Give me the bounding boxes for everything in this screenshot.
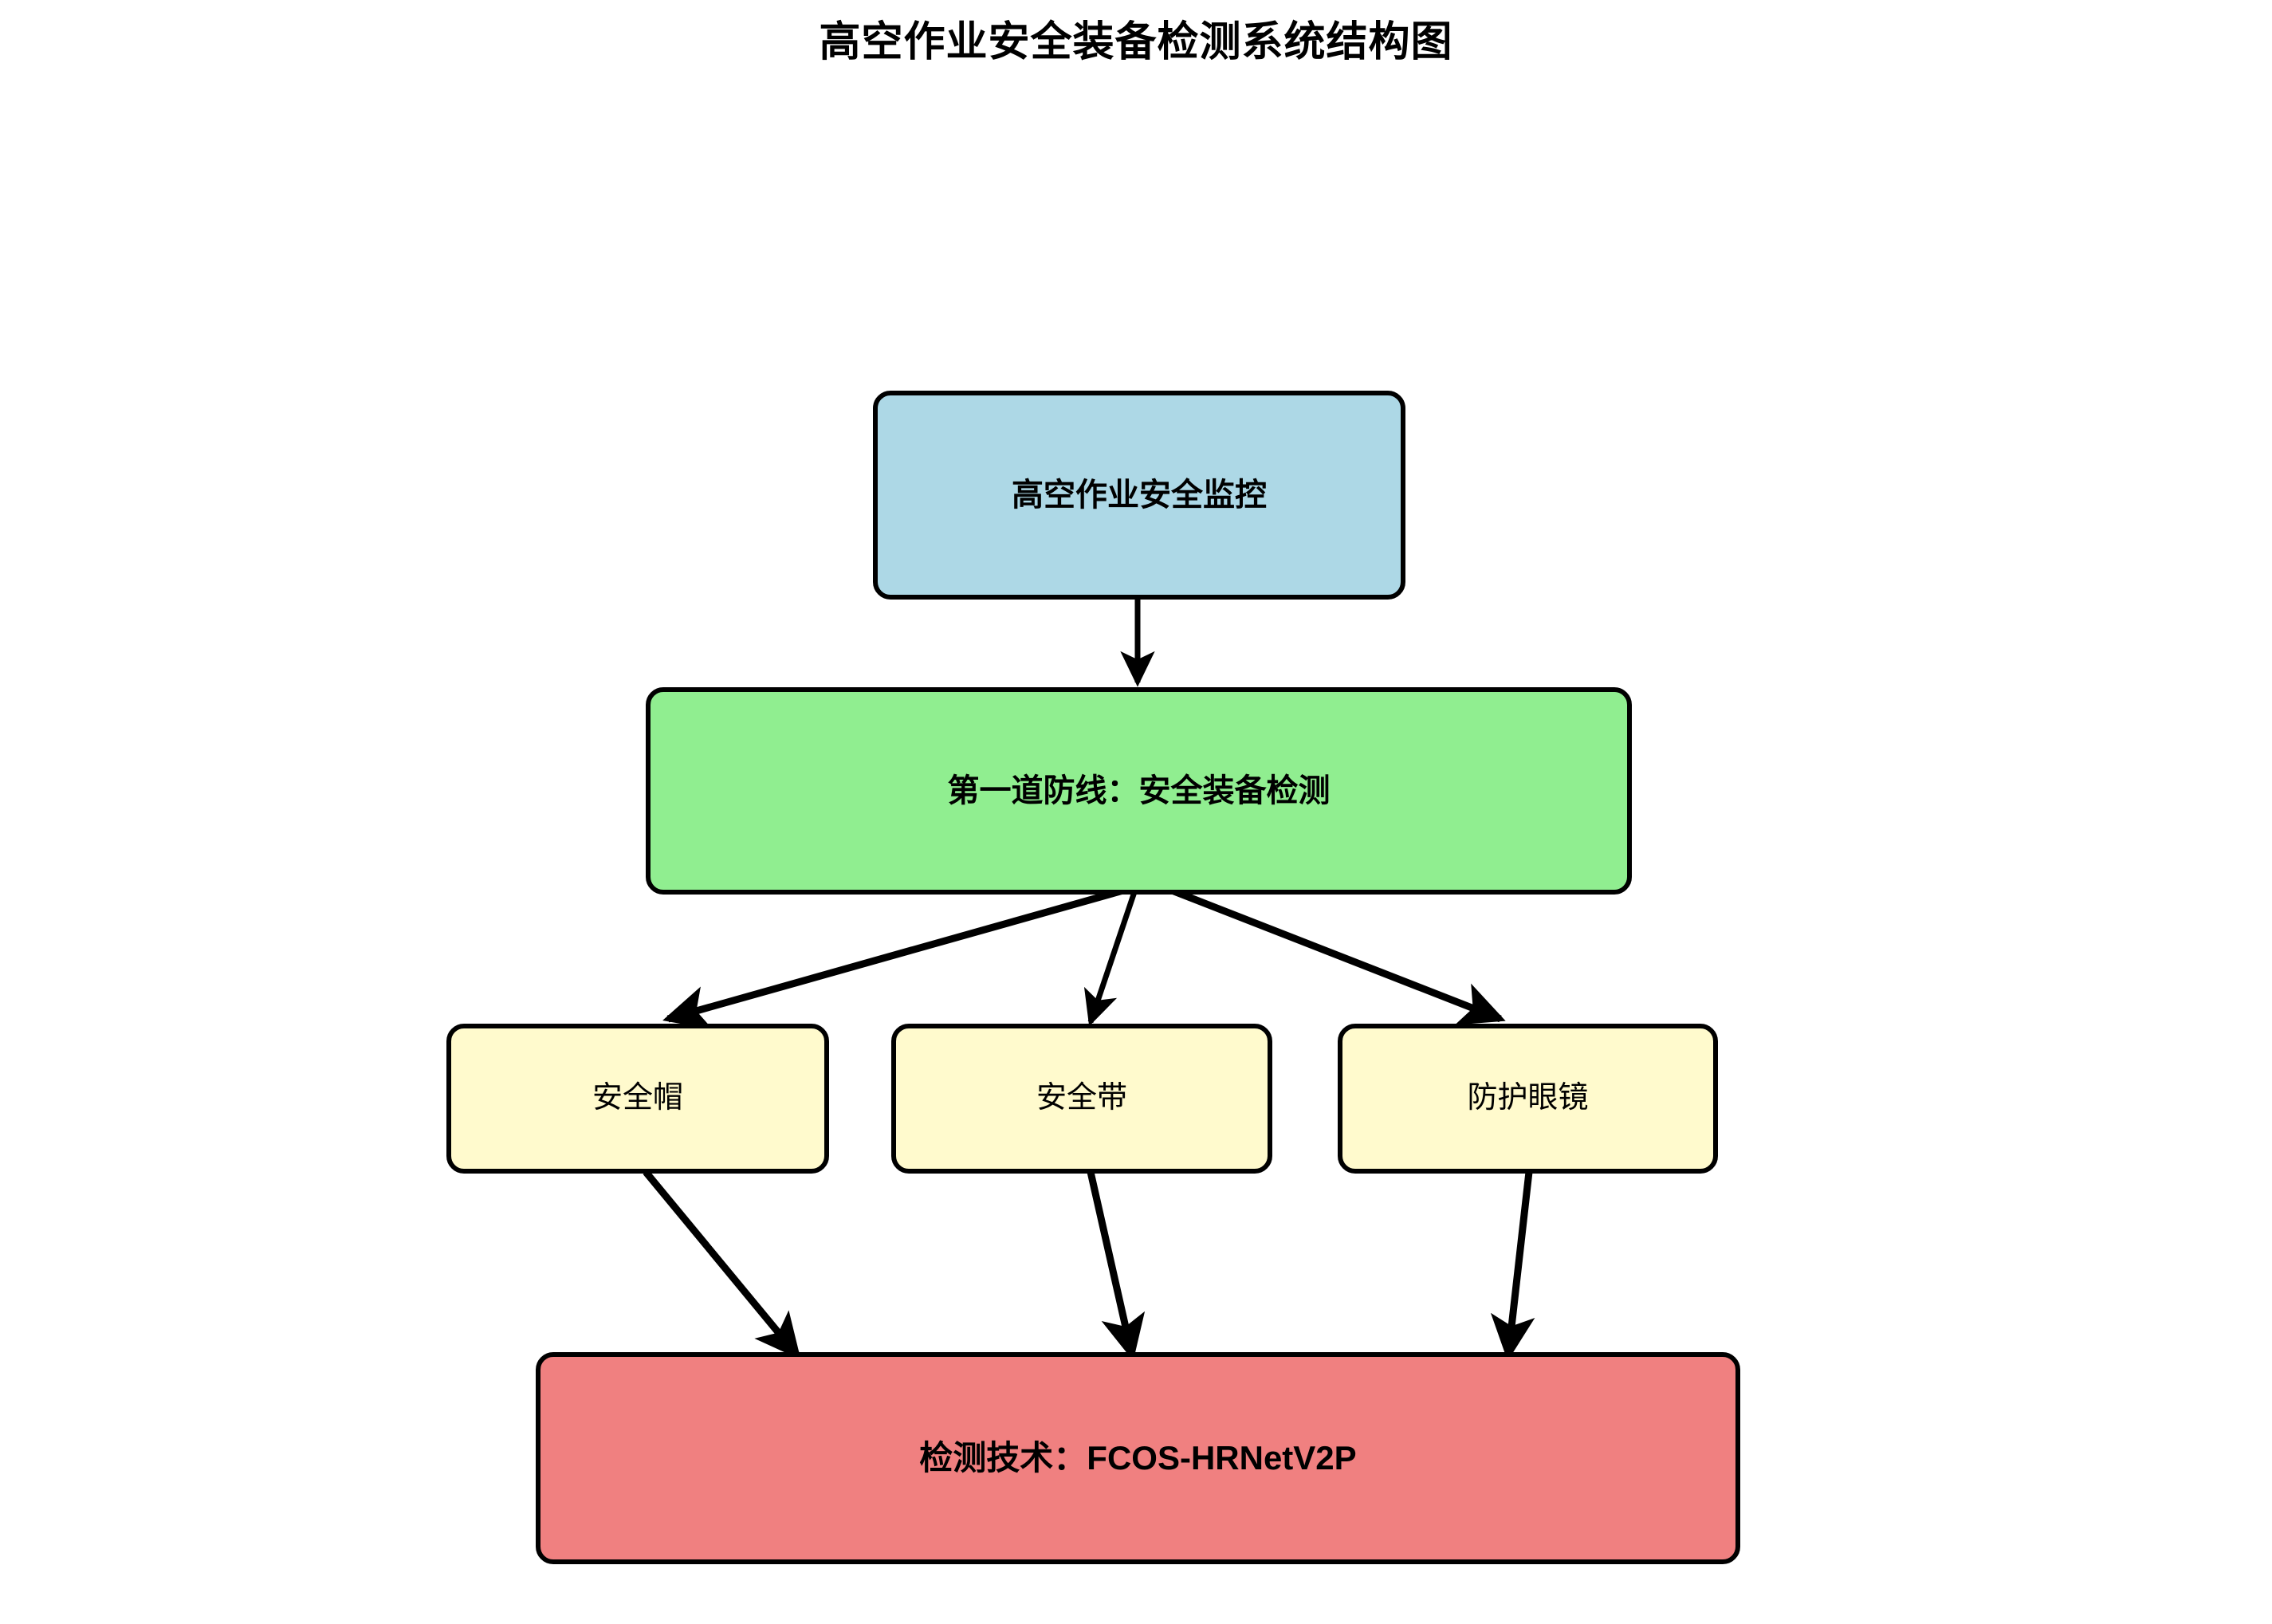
node-detection-technology-label: 检测技术：FCOS-HRNetV2P (919, 1438, 1357, 1477)
page-title: 高空作业安全装备检测系统结构图 (819, 19, 1453, 65)
edge-harness-to-technology (1087, 1171, 1146, 1362)
node-safety-helmet[interactable]: 安全帽 (446, 1024, 829, 1174)
edge-first-line-to-goggles (1148, 878, 1506, 1025)
node-detection-technology[interactable]: 检测技术：FCOS-HRNetV2P (536, 1352, 1740, 1564)
edge-helmet-to-technology (643, 1170, 801, 1360)
node-monitoring-label: 高空作业安全监控 (1012, 478, 1267, 513)
node-safety-helmet-label: 安全帽 (592, 1081, 683, 1115)
node-safety-harness[interactable]: 安全带 (891, 1024, 1272, 1174)
edge-first-line-to-harness (1083, 883, 1140, 1027)
node-protective-goggles[interactable]: 防护眼镜 (1338, 1024, 1718, 1174)
node-monitoring[interactable]: 高空作业安全监控 (873, 391, 1405, 600)
edge-first-line-to-helmet (662, 878, 1156, 1030)
node-first-line-of-defense-label: 第一道防线：安全装备检测 (947, 773, 1331, 808)
node-first-line-of-defense[interactable]: 第一道防线：安全装备检测 (646, 687, 1632, 895)
node-safety-harness-label: 安全带 (1036, 1081, 1127, 1115)
node-protective-goggles-label: 防护眼镜 (1467, 1081, 1589, 1115)
edge-goggles-to-technology (1490, 1171, 1535, 1362)
